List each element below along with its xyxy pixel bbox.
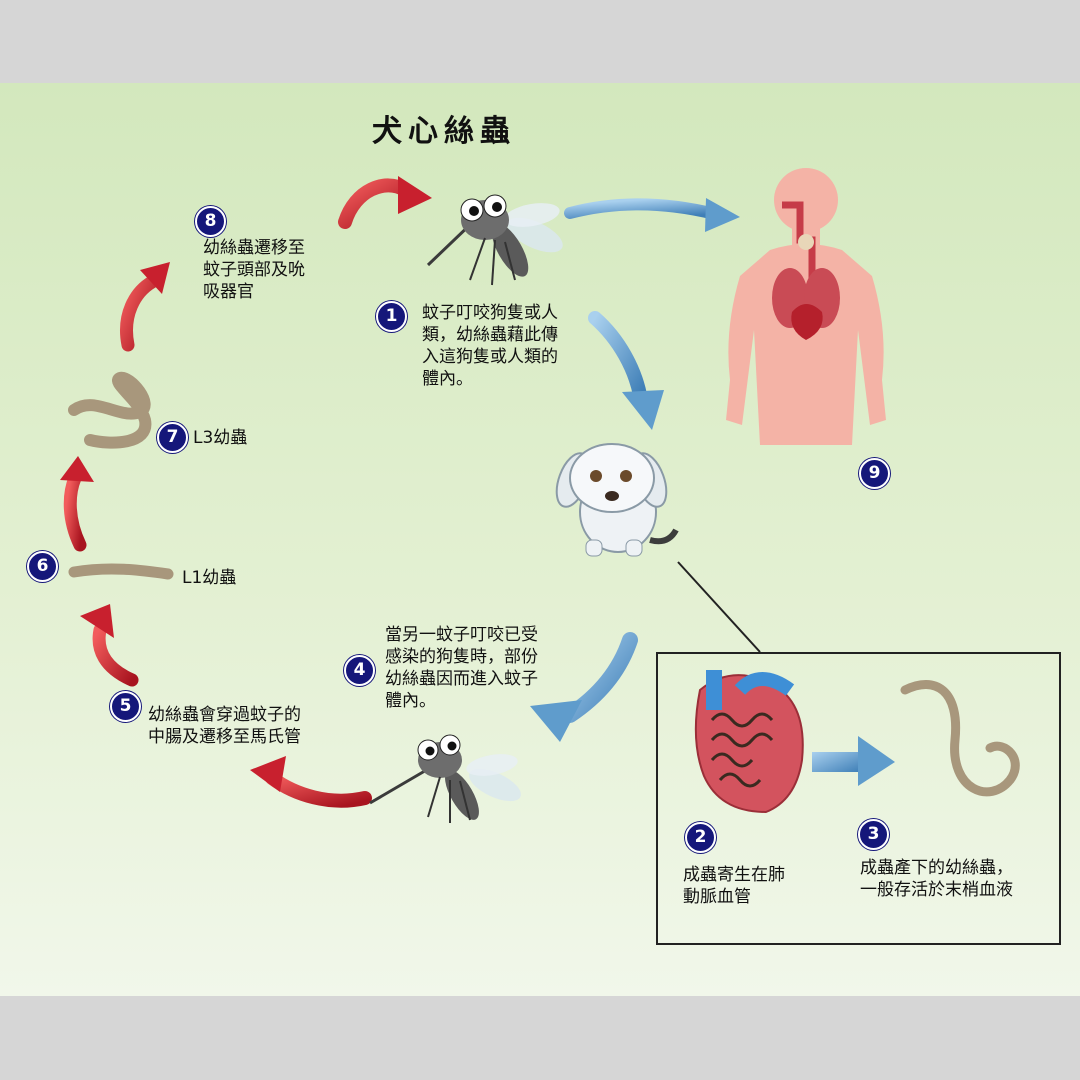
step-1-text: 蚊子叮咬狗隻或人 類，幼絲蟲藉此傳 入這狗隻或人類的 體內。 [422,303,558,389]
worm-icon [68,563,174,580]
heart-icon [694,670,804,814]
mosquito-icon [369,734,521,823]
step-7-badge: 7 [157,422,188,453]
step-6-text: L1幼蟲 [182,568,237,588]
worm-icon [900,680,1020,797]
arrow-1-to-9 [564,198,740,232]
step-5-badge: 5 [110,691,141,722]
step-1-badge: 1 [376,301,407,332]
inset-box [656,652,1061,945]
step-9-badge: 9 [859,458,890,489]
arrow-8-to-1 [338,176,432,229]
step-3-text: 成蟲產下的幼絲蟲， 一般存活於末梢血液 [860,858,1013,900]
diagram-title: 犬心絲蟲 [372,114,516,149]
arrow-2-to-3 [812,736,895,786]
worm-icon [68,371,152,449]
step-6-badge: 6 [27,551,58,582]
arrow-6-to-7 [60,456,94,552]
step-7-text: L3幼蟲 [193,428,248,448]
step-8-text: 幼絲蟲遷移至 蚊子頭部及吮 吸器官 [203,238,305,302]
step-4-text: 當另一蚊子叮咬已受 感染的狗隻時，部份 幼絲蟲因而進入蚊子 體內。 [385,625,538,711]
puppy-icon [555,443,679,557]
connector-line [677,561,761,653]
step-3-badge: 3 [858,819,889,850]
arrow-5-to-6 [80,604,139,687]
arrow-dog-to-4 [530,632,638,742]
step-5-text: 幼絲蟲會穿過蚊子的 中腸及遷移至馬氏管 [148,705,301,747]
arrow-4-to-5 [250,756,372,808]
step-8-badge: 8 [195,206,226,237]
human-body-icon [726,168,886,445]
mosquito-icon [426,194,563,286]
arrow-7-to-8 [120,262,170,352]
step-2-badge: 2 [685,822,716,853]
step-4-badge: 4 [344,655,375,686]
step-2-text: 成蟲寄生在肺 動脈血管 [683,865,785,907]
arrow-1-to-dog [588,311,664,430]
